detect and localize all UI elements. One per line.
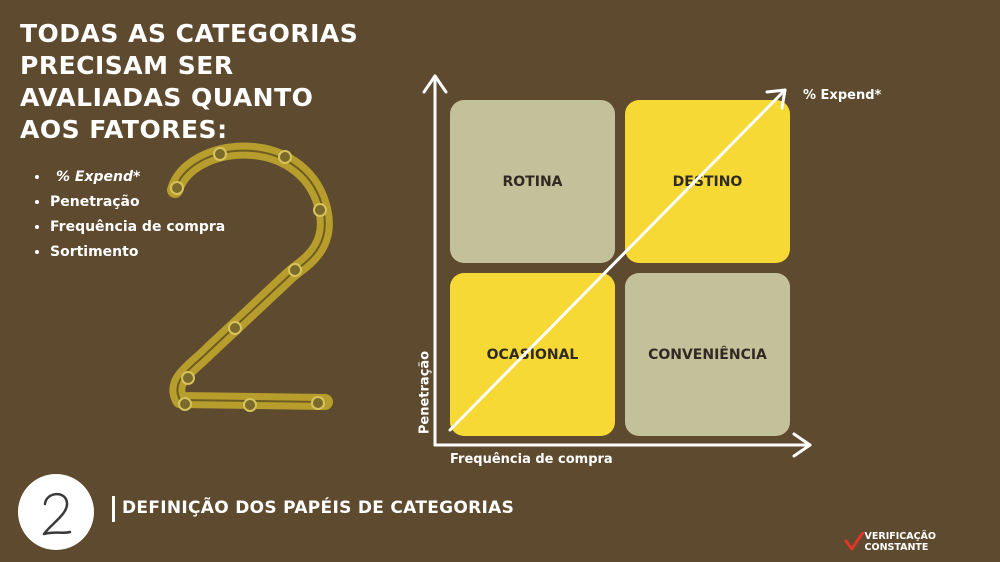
quadrant-destino: DESTINO [625,100,790,263]
factor-item: Sortimento [50,240,225,265]
title-line: TODAS AS CATEGORIAS [20,19,359,48]
factor-list: % Expend* Penetração Frequência de compr… [30,165,225,265]
quadrant-label: DESTINO [672,173,743,190]
brand-name: Verificação Constante [864,531,936,553]
section-title: DEFINIÇÃO DOS PAPÉIS DE CATEGORIAS [122,498,515,518]
factor-item: Frequência de compra [50,215,225,240]
quadrant-label: ROTINA [502,173,563,190]
title-line: PRECISAM SER [20,51,234,80]
handwritten-two-icon [42,492,72,536]
factor-item: Penetração [50,190,225,215]
quadrant-rotina: ROTINA [450,100,615,263]
quadrant-conveniencia: CONVENIÊNCIA [625,273,790,436]
quadrant-label: OCASIONAL [486,346,579,363]
bike-chain-number-two-icon [167,142,333,412]
factor-item: % Expend* [50,165,225,190]
y-axis-arrowhead-icon [422,74,448,94]
quadrant-label: CONVENIÊNCIA [648,346,767,363]
red-checkmark-icon [844,532,864,551]
section-number-badge [18,474,94,550]
title-line: AOS FATORES: [20,115,228,144]
x-axis-label: Frequência de compra [450,452,613,467]
slide-title: TODAS AS CATEGORIAS PRECISAM SER AVALIAD… [20,18,360,146]
x-axis-arrowhead-icon [792,432,812,458]
diagonal-label: % Expend* [803,88,882,103]
footer-divider [112,496,115,522]
y-axis-label: Penetração [417,350,433,435]
brand-logo: Verificação Constante [844,531,1000,553]
quadrant-ocasional: OCASIONAL [450,273,615,436]
title-line: AVALIADAS QUANTO [20,83,314,112]
